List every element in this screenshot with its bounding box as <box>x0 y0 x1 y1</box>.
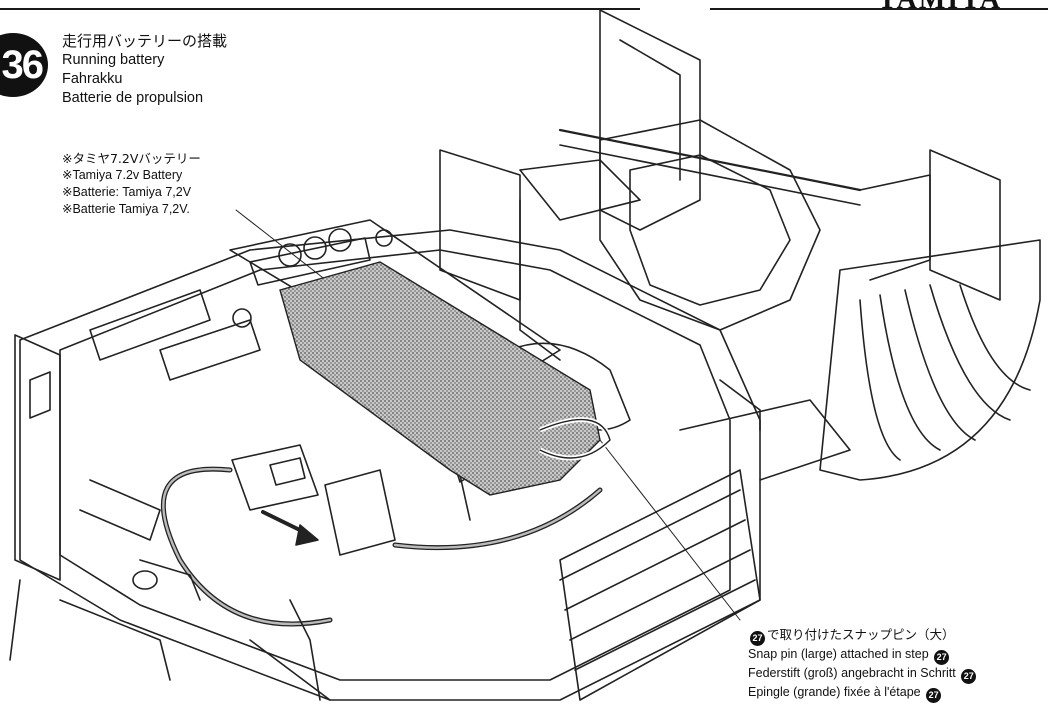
snap-pin-callout-en: Snap pin (large) attached in step <box>748 647 929 661</box>
snap-pin-callout-fr-line: Epingle (grande) fixée à l'étape 27 <box>748 684 978 703</box>
left-side-panel <box>14 334 61 581</box>
snap-pin-callout-fr: Epingle (grande) fixée à l'étape <box>748 685 921 699</box>
gearbox-housing <box>599 119 821 331</box>
battery-callout-fr: ※Batterie Tamiya 7,2V. <box>62 202 190 216</box>
step-ref-badge: 27 <box>926 688 942 703</box>
step-title-jp: 走行用バッテリーの搭載 <box>62 32 228 50</box>
suspension-arm <box>519 159 641 221</box>
step-ref-badge: 27 <box>961 669 977 684</box>
chassis-inner-wall <box>59 249 731 681</box>
top-rule-left <box>0 8 640 10</box>
motor-lead-wire <box>392 487 603 551</box>
chassis-tub <box>19 229 761 701</box>
battery-callout-en: ※Tamiya 7.2v Battery <box>62 168 183 182</box>
snap-pin-leader-line <box>599 439 741 621</box>
left-side-recess <box>29 371 51 419</box>
connector-male <box>231 444 319 511</box>
rear-frame-upright <box>599 9 701 231</box>
battery-lead-wire <box>160 466 333 627</box>
step-ref-badge: 27 <box>934 650 950 665</box>
battery-pack <box>279 261 601 496</box>
snap-pin-callout-de: Federstift (groß) angebracht in Schritt <box>748 666 956 680</box>
step-number-badge: 36 <box>0 33 48 97</box>
brand-logo: TAMIYA <box>878 0 1002 16</box>
step-title-en: Running battery <box>62 52 165 68</box>
snap-pin-callout-de-line: Federstift (groß) angebracht in Schritt … <box>748 665 978 684</box>
right-body-block <box>559 469 761 701</box>
step-title-fr: Batterie de propulsion <box>62 90 204 106</box>
wheel-arch-right <box>819 239 1041 481</box>
shock-tower-right <box>929 149 1001 301</box>
step-title-block: 走行用バッテリーの搭載 Running battery Fahrakku Bat… <box>62 32 227 108</box>
step-ref-badge: 27 <box>750 631 765 646</box>
snap-pin-callout-jp: で取り付けたスナップピン（大） <box>767 627 955 642</box>
snap-pin-callout-en-line: Snap pin (large) attached in step 27 <box>748 646 978 665</box>
battery-callout-de: ※Batterie: Tamiya 7,2V <box>62 185 192 199</box>
connector-female <box>324 469 396 556</box>
battery-callout: ※タミヤ7.2Vバッテリー ※Tamiya 7.2v Battery ※Batt… <box>62 150 201 218</box>
battery-callout-jp: ※タミヤ7.2Vバッテリー <box>62 151 201 166</box>
step-title-de: Fahrakku <box>62 71 123 87</box>
top-rule-right <box>710 8 1048 10</box>
